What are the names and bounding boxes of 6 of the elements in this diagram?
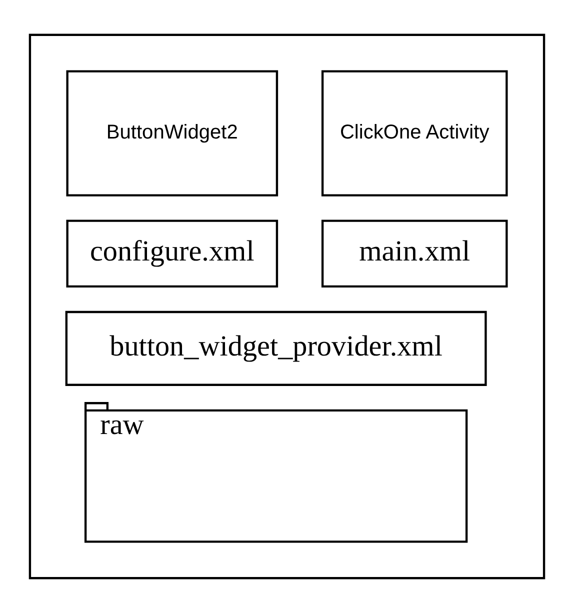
node-box: button_widget_provider.xml — [65, 310, 487, 386]
cluster — [28, 34, 546, 580]
node-box: configure.xml — [66, 220, 278, 288]
node-box: ClickOne Activity — [321, 70, 508, 196]
node-box: ButtonWidget2 — [66, 70, 278, 196]
node-box: main.xml — [321, 220, 508, 288]
